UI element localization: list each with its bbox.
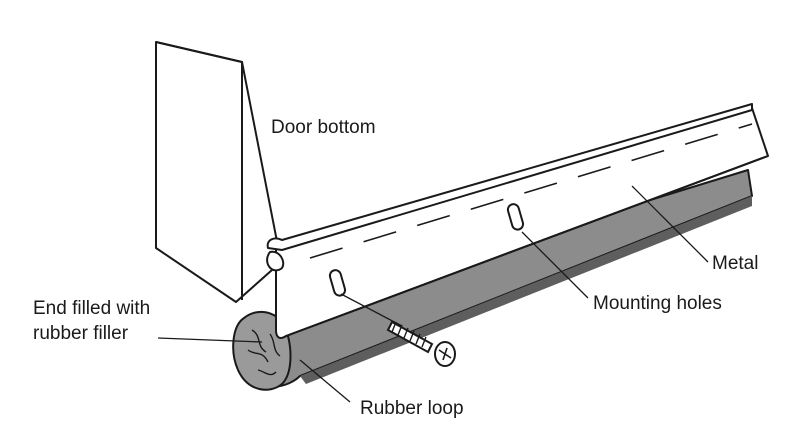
label-metal: Metal [712,253,759,274]
label-mounting-holes: Mounting holes [593,293,722,314]
mounting-hole-right [506,203,525,231]
screw-thread [391,321,427,348]
door [155,41,282,303]
metal-bottom-edge [285,155,769,337]
metal-strip-top [266,103,753,251]
leader-rubber-loop [299,359,351,403]
door-front-face [155,41,282,303]
label-end-filled-line2: rubber filler [33,323,129,344]
mounting-hole-left [328,269,347,297]
metal-dashed-line [309,123,753,259]
leader-lines [157,185,709,403]
metal-hinge-curl [266,250,285,272]
door-edge [155,41,243,300]
leader-holes-right [521,231,589,299]
label-end-filled: End filled with rubber filler [33,296,150,346]
leader-holes-left [340,293,403,327]
mounting-holes [328,203,525,297]
rubber-filler-texture [247,329,281,376]
label-rubber-loop: Rubber loop [360,398,464,419]
leader-end-filled [157,337,263,343]
screw-slot [438,347,452,361]
screw-icon [386,320,456,367]
label-end-filled-line1: End filled with [33,298,151,319]
label-door-bottom: Door bottom [271,117,376,138]
leader-metal [631,185,709,263]
